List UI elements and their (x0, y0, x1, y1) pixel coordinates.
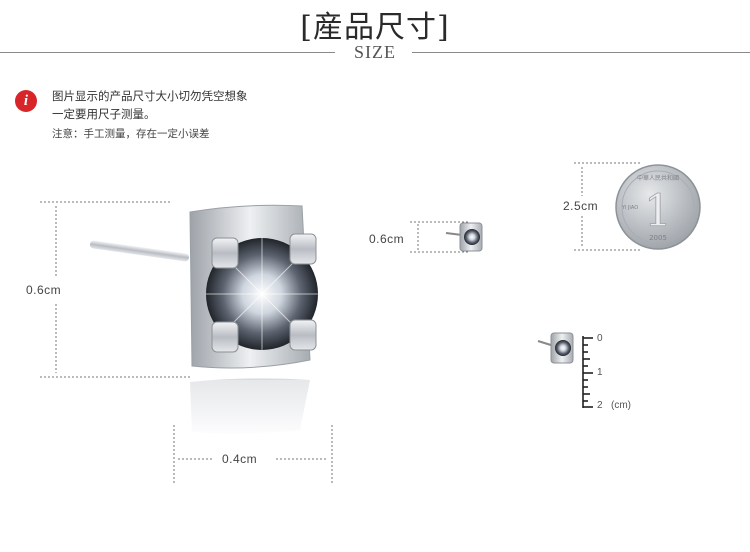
ruler-tick-1: 1 (597, 367, 603, 378)
coin-top-text: 中華人民共和國 (637, 174, 679, 182)
height-dimension-main (40, 201, 190, 378)
divider-left (0, 52, 335, 53)
notice-line-2: 一定要用尺子测量。 (52, 107, 156, 121)
height-label-small: 0.6cm (369, 232, 405, 246)
ruler-tick-0: 0 (597, 333, 603, 344)
divider-right (412, 52, 750, 53)
coin-icon: 1 中華人民共和國 YI JIAO 2005 (615, 164, 701, 250)
ruler (582, 336, 593, 408)
page-subtitle: SIZE (354, 42, 396, 62)
ruler-tick-2: 2 (597, 400, 603, 411)
height-dimension-small (410, 221, 470, 253)
notice-line-1: 图片显示的产品尺寸大小切勿凭空想象 (52, 89, 248, 103)
width-label-main: 0.4cm (222, 452, 258, 466)
earring-pin-main (89, 240, 190, 262)
width-dimension-main (173, 425, 333, 485)
coin-diameter-label: 2.5cm (563, 199, 599, 213)
notice-line-3: 注意：手工测量，存在一定小误差 (52, 128, 210, 140)
page-title: [産品尺寸] (300, 10, 450, 45)
coin-dimension (574, 162, 640, 251)
earring-ruler-compare (537, 332, 574, 364)
earring-main (189, 204, 318, 369)
height-label-main: 0.6cm (26, 283, 62, 297)
coin-denomination: 1 (644, 186, 672, 237)
coin-pinyin: YI JIAO (621, 205, 638, 211)
coin-year: 2005 (649, 234, 667, 242)
earring-reflection (180, 378, 320, 440)
info-icon: i (15, 90, 37, 112)
earring-small (445, 222, 483, 252)
ruler-unit: (cm) (611, 400, 631, 411)
